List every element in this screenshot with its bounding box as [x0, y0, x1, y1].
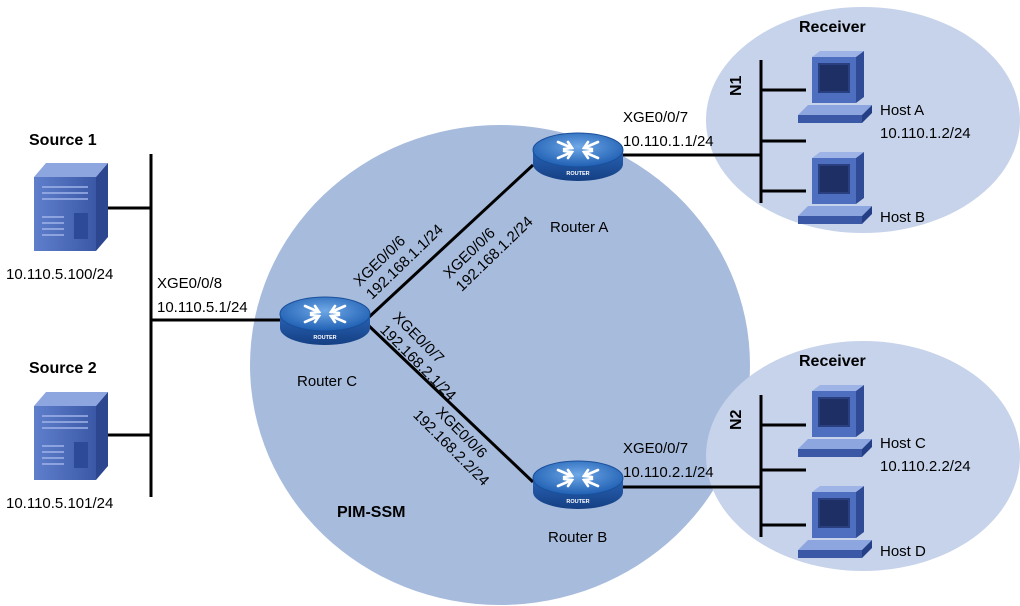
svg-text:ROUTER: ROUTER [313, 335, 336, 341]
network-n1-label: N1 [728, 75, 745, 96]
host-b-name: Host B [880, 209, 925, 226]
router-b-icon: ROUTER [531, 459, 625, 511]
router-c-to-router-b-link [366, 323, 535, 484]
router-b-name: Router B [548, 529, 607, 546]
host-c-ip: 10.110.2.2/24 [880, 458, 971, 475]
svg-text:ROUTER: ROUTER [566, 499, 589, 505]
source1-ip: 10.110.5.100/24 [6, 266, 113, 283]
router-c-west-iface: XGE0/0/8 [157, 275, 222, 292]
source1-title: Source 1 [29, 132, 97, 149]
router-a-n1-ip: 10.110.1.1/24 [623, 133, 714, 150]
router-c-to-router-a-link [366, 163, 535, 320]
receiver2-title: Receiver [799, 353, 866, 370]
source1-server-icon [33, 162, 109, 252]
receiver1-title: Receiver [799, 19, 866, 36]
network-n2-label: N2 [728, 409, 745, 430]
source2-server-icon [33, 391, 109, 481]
source2-ip: 10.110.5.101/24 [6, 495, 113, 512]
pim-ssm-label: PIM-SSM [337, 504, 405, 521]
host-c-name: Host C [880, 435, 926, 452]
router-a-n1-iface: XGE0/0/7 [623, 109, 688, 126]
pim-ssm-domain [250, 125, 750, 605]
router-a-icon: ROUTER [531, 131, 625, 183]
router-c-icon: ROUTER [278, 295, 372, 347]
host-a-name: Host A [880, 102, 924, 119]
host-a-ip: 10.110.1.2/24 [880, 125, 971, 142]
router-a-name: Router A [550, 219, 608, 236]
router-c-name: Router C [297, 373, 357, 390]
host-d-name: Host D [880, 543, 926, 560]
router-b-n2-iface: XGE0/0/7 [623, 440, 688, 457]
svg-text:ROUTER: ROUTER [566, 171, 589, 177]
source2-title: Source 2 [29, 360, 97, 377]
router-b-n2-ip: 10.110.2.1/24 [623, 464, 714, 481]
router-c-west-ip: 10.110.5.1/24 [157, 299, 248, 316]
